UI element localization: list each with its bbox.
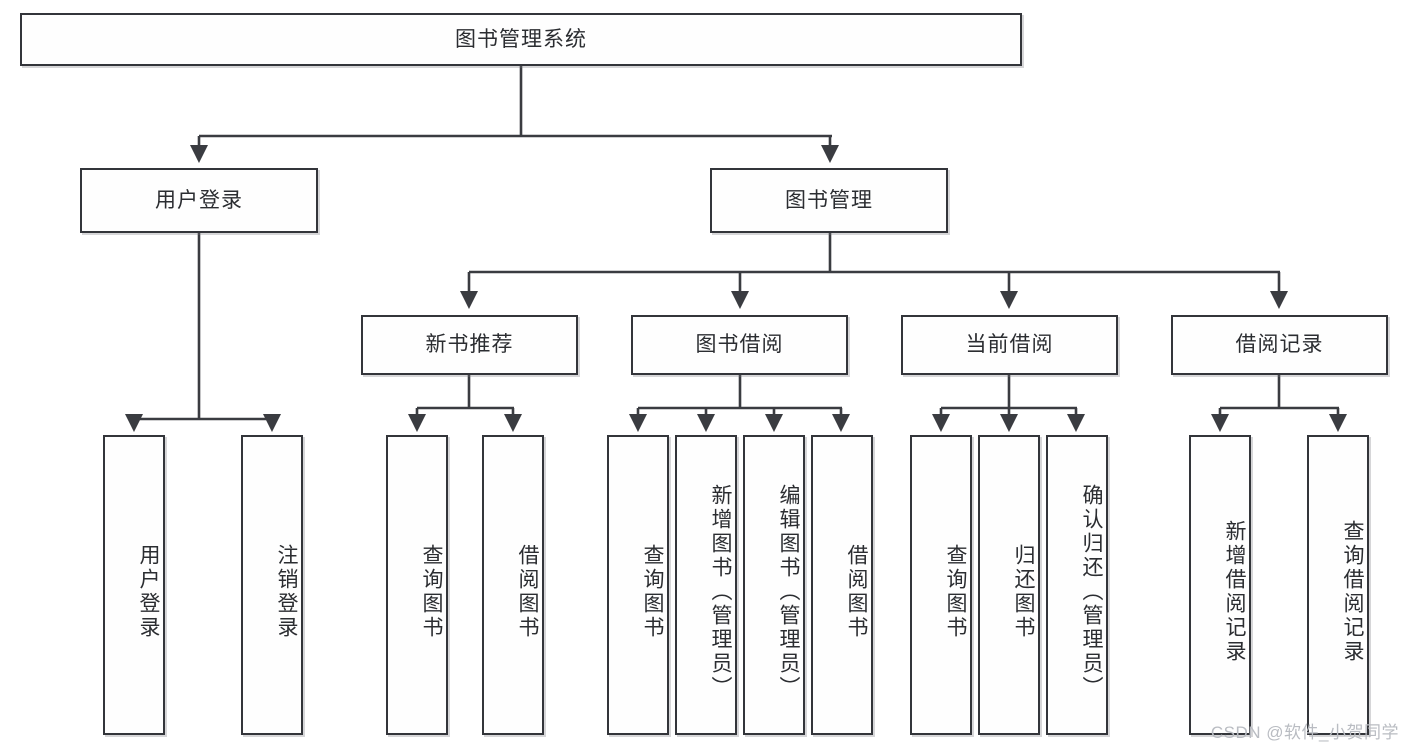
node-current-borrow-label: 当前借阅: [965, 333, 1054, 357]
leaf-user-login-logout[interactable]: 注销登录: [241, 435, 303, 735]
leaf-label: 查询图书: [420, 544, 443, 640]
node-book-management-label: 图书管理: [785, 188, 873, 212]
leaf-label: 查询图书: [944, 544, 967, 640]
leaf-label: 查询图书: [641, 544, 664, 640]
leaf-borrow-add-book-admin[interactable]: 新增图书（管理员）: [675, 435, 737, 735]
leaf-current-return-book[interactable]: 归还图书: [978, 435, 1040, 735]
leaf-recommend-query-book[interactable]: 查询图书: [386, 435, 448, 735]
leaf-user-login-login[interactable]: 用户登录: [103, 435, 165, 735]
leaf-current-query-book[interactable]: 查询图书: [910, 435, 972, 735]
leaf-borrow-query-book[interactable]: 查询图书: [607, 435, 669, 735]
leaf-borrow-edit-book-admin[interactable]: 编辑图书（管理员）: [743, 435, 805, 735]
node-book-borrow[interactable]: 图书借阅: [631, 315, 848, 375]
node-borrow-record-label: 借阅记录: [1235, 333, 1324, 357]
leaf-record-query-record[interactable]: 查询借阅记录: [1307, 435, 1369, 735]
leaf-label: 查询借阅记录: [1341, 520, 1364, 664]
leaf-label: 编辑图书（管理员）: [777, 484, 800, 700]
leaf-label: 确认归还（管理员）: [1080, 484, 1103, 700]
leaf-current-confirm-return-admin[interactable]: 确认归还（管理员）: [1046, 435, 1108, 735]
node-book-borrow-label: 图书借阅: [695, 333, 784, 357]
watermark: CSDN @软件_小贺同学: [1210, 723, 1399, 742]
node-user-login-label: 用户登录: [155, 188, 243, 212]
leaf-record-add-record[interactable]: 新增借阅记录: [1189, 435, 1251, 735]
node-root[interactable]: 图书管理系统: [20, 13, 1022, 66]
node-new-book-recommend-label: 新书推荐: [425, 333, 514, 357]
leaf-label: 新增借阅记录: [1223, 520, 1246, 664]
leaf-recommend-borrow-book[interactable]: 借阅图书: [482, 435, 544, 735]
node-root-label: 图书管理系统: [455, 27, 587, 51]
leaf-label: 归还图书: [1012, 544, 1035, 640]
node-book-management[interactable]: 图书管理: [710, 168, 948, 233]
leaf-label: 新增图书（管理员）: [709, 484, 732, 700]
node-current-borrow[interactable]: 当前借阅: [901, 315, 1118, 375]
leaf-label: 借阅图书: [516, 544, 539, 640]
leaf-label: 用户登录: [137, 544, 160, 640]
node-user-login[interactable]: 用户登录: [80, 168, 318, 233]
leaf-label: 注销登录: [275, 544, 298, 640]
node-borrow-record[interactable]: 借阅记录: [1171, 315, 1388, 375]
node-new-book-recommend[interactable]: 新书推荐: [361, 315, 578, 375]
leaf-borrow-borrow-book[interactable]: 借阅图书: [811, 435, 873, 735]
leaf-label: 借阅图书: [845, 544, 868, 640]
